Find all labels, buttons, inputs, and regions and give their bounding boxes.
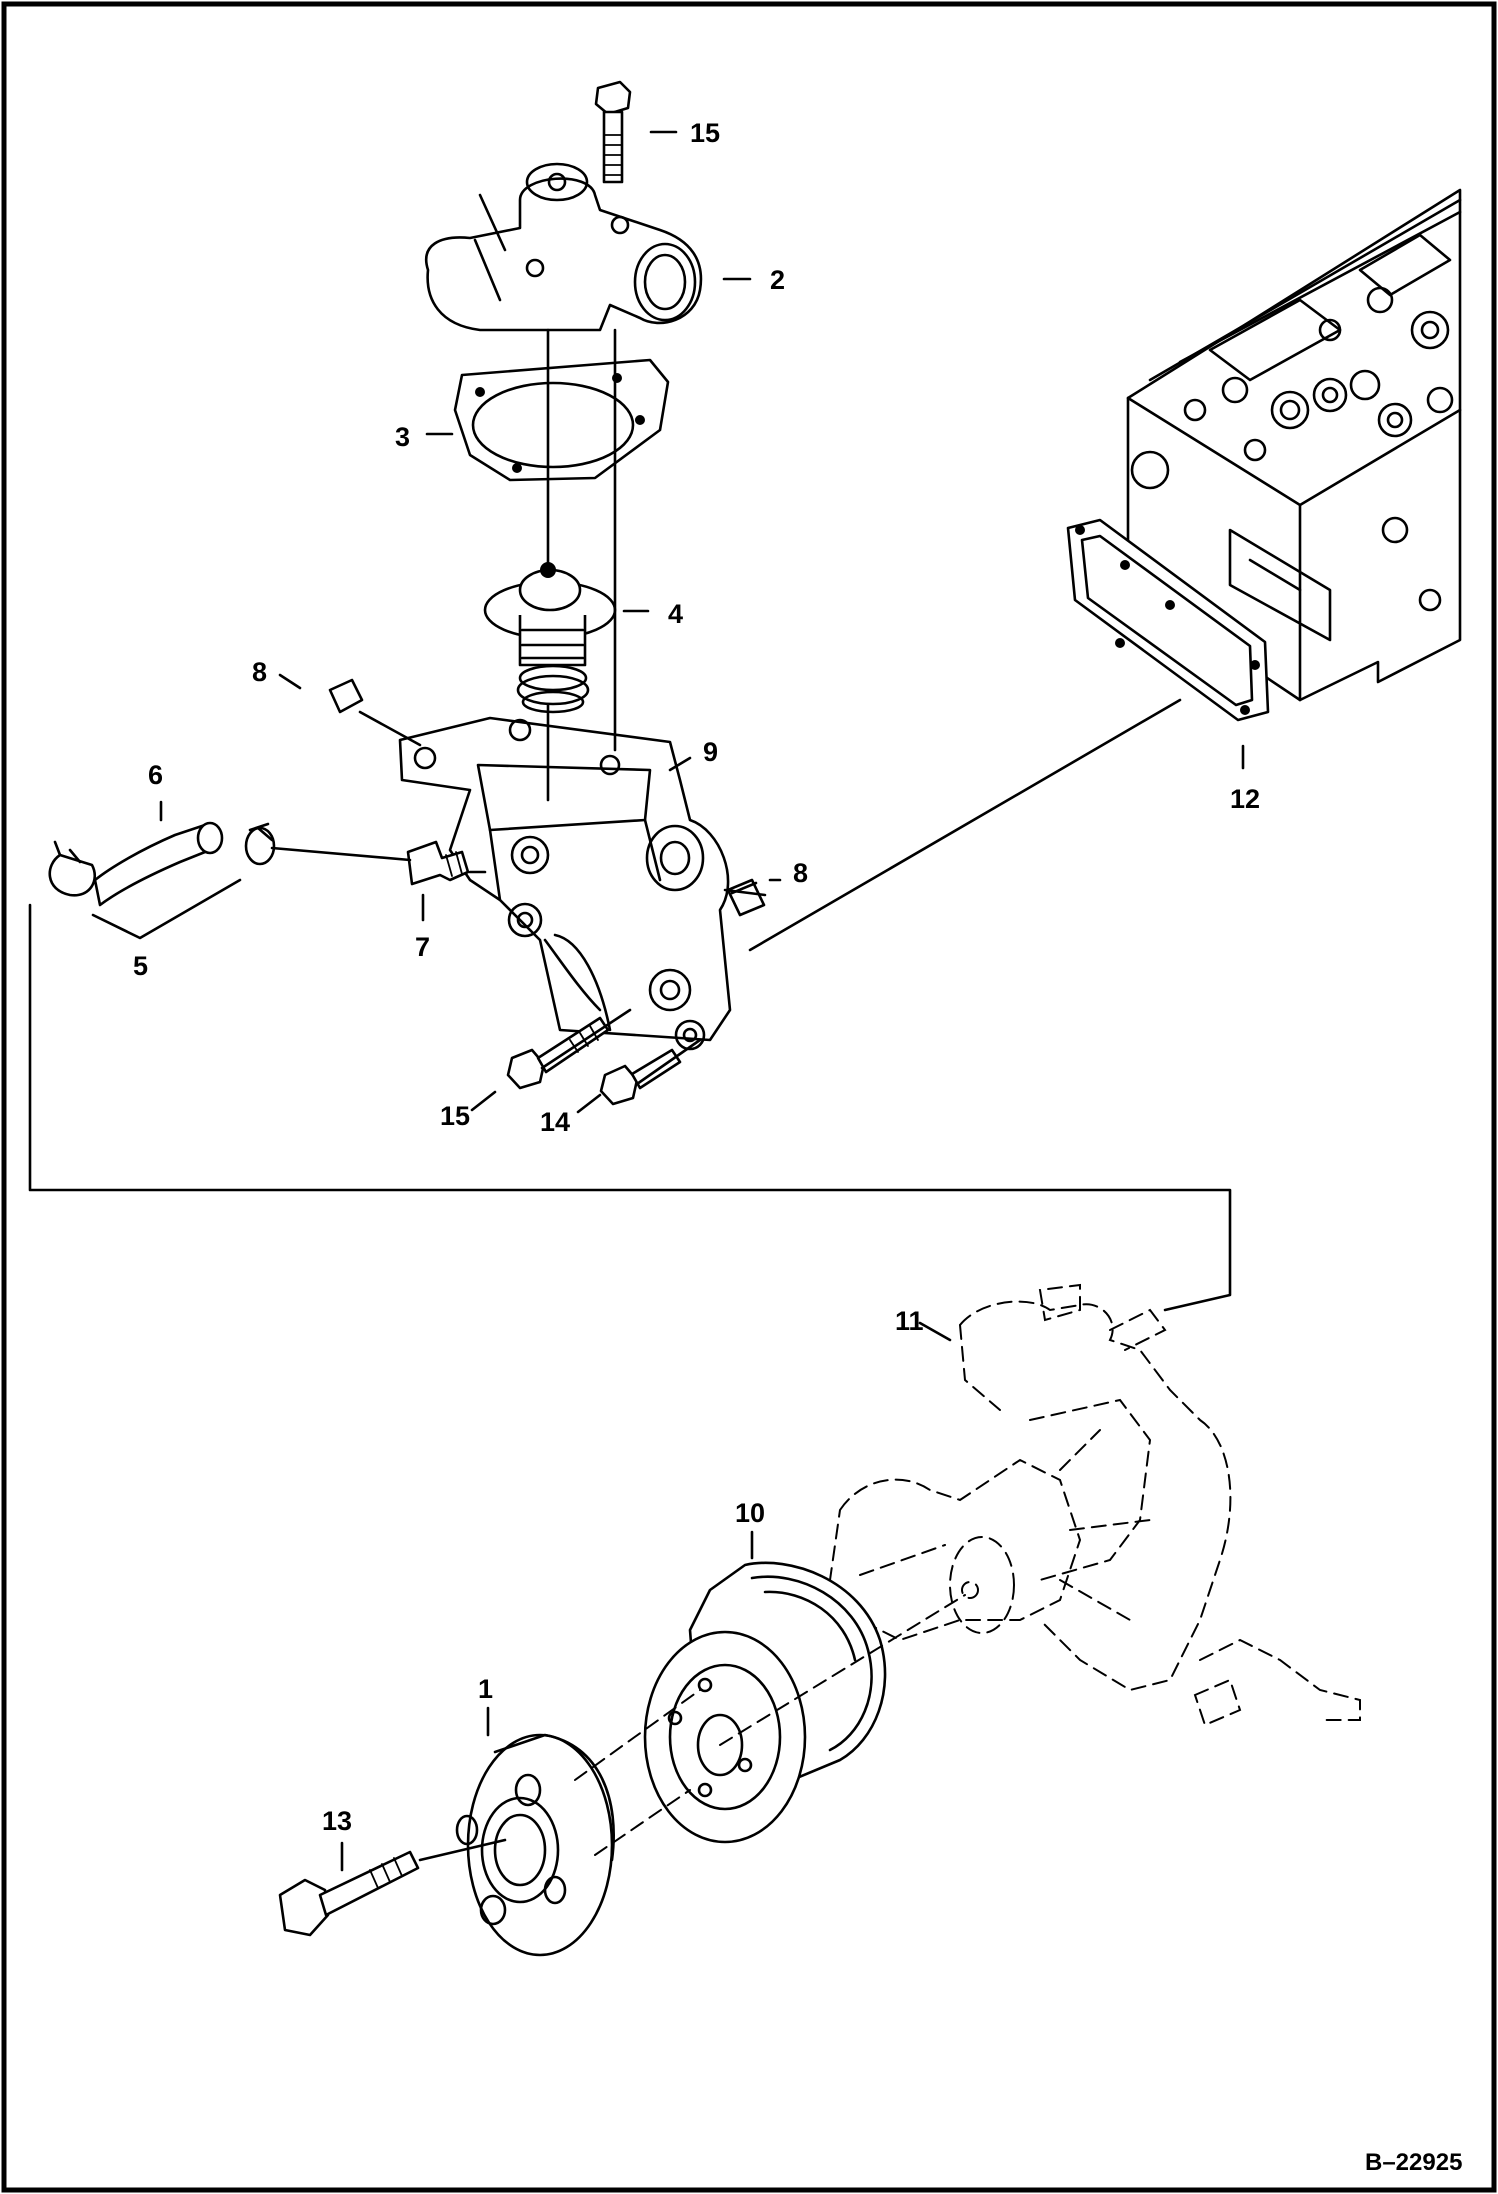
plug-part-8-left	[328, 678, 364, 714]
spacer-plate-part-1	[455, 1733, 615, 1957]
callout-15-lower: 15	[440, 1101, 470, 1131]
hose-clamp-part-5-left	[48, 840, 97, 897]
callout-8-right: 8	[793, 858, 808, 888]
callout-9: 9	[703, 737, 718, 767]
callout-1: 1	[478, 1674, 493, 1704]
callout-13: 13	[322, 1806, 352, 1836]
bolt-part-15-top	[594, 80, 632, 184]
callout-labels: 15 2 3 4 8 9 6 8 5 7 12 15 14 11 10 1 13…	[133, 118, 1462, 2176]
pulley-part-10	[643, 1561, 887, 1844]
bolt-part-13	[278, 1850, 420, 1937]
thermostat-housing-part-9	[398, 716, 732, 1051]
callout-11: 11	[895, 1306, 924, 1336]
bolt-part-15-lower	[506, 1016, 610, 1090]
thermostat-part-4	[483, 562, 617, 714]
callout-4: 4	[668, 599, 683, 629]
thermostat-gasket-part-3	[453, 358, 670, 482]
callout-12: 12	[1230, 784, 1260, 814]
callout-6: 6	[148, 760, 163, 790]
drawing-number: B–22925	[1365, 2149, 1462, 2176]
assembly-lines	[28, 328, 1232, 1862]
bolt-part-14	[599, 1048, 682, 1106]
callout-7: 7	[415, 932, 430, 962]
plug-part-8-right	[726, 878, 766, 917]
water-pump-part-11	[828, 1283, 1361, 1727]
hose-part-6	[93, 821, 224, 907]
callout-5: 5	[133, 951, 148, 981]
thermostat-cover-part-2	[425, 162, 703, 332]
callout-14: 14	[540, 1107, 570, 1137]
callout-15-top: 15	[690, 118, 720, 148]
hose-clamp-part-5-right	[244, 822, 276, 866]
cylinder-head	[1126, 188, 1462, 702]
callout-10: 10	[735, 1498, 765, 1528]
callout-8-left: 8	[252, 657, 267, 687]
callout-3: 3	[395, 422, 410, 452]
leader-lines	[91, 130, 1245, 1872]
callout-2: 2	[770, 265, 785, 295]
head-gasket-part-12	[1066, 518, 1270, 722]
fitting-part-7	[406, 840, 470, 886]
